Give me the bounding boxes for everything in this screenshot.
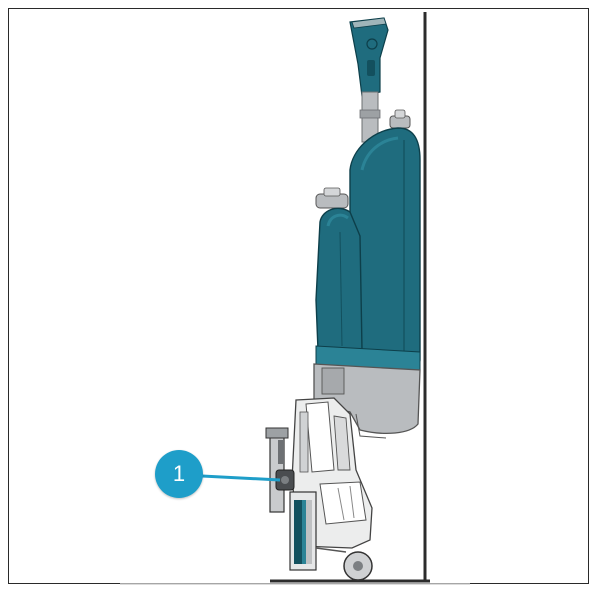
tank-cap-top — [390, 110, 410, 128]
callout-marker: 1 — [155, 450, 203, 498]
tank-cap-front — [316, 188, 348, 208]
handle-grip — [350, 18, 388, 96]
brush-pad — [290, 492, 316, 570]
callout-number: 1 — [173, 461, 185, 486]
recovery-tank — [316, 208, 362, 350]
callout-leader — [202, 476, 280, 480]
rear-wheel — [316, 548, 372, 580]
